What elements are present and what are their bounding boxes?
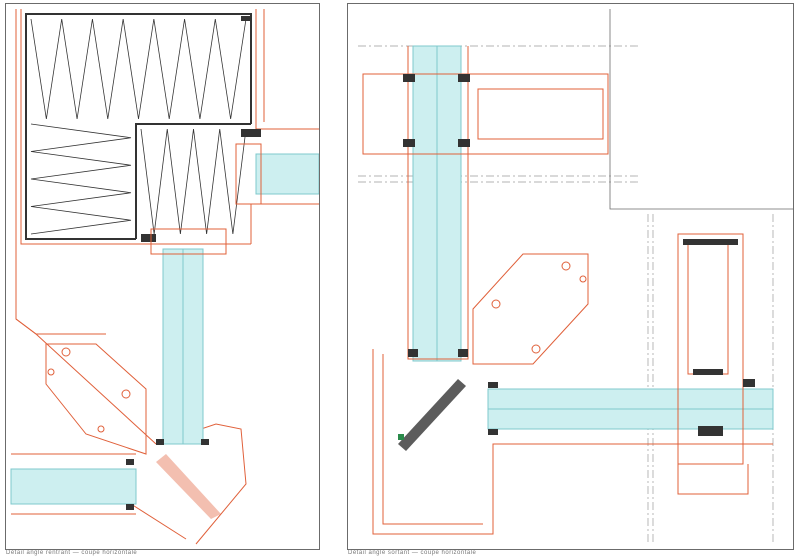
corner-post [472,253,589,365]
insulation-batting-inner [140,128,247,235]
building-outline [609,9,793,210]
diagonal-gasket [398,379,466,451]
left-section-drawing [10,9,319,545]
insulation-block [25,13,256,244]
right-section-drawing [358,9,793,544]
corner-post [45,343,147,455]
gasket-details [403,74,755,436]
left-detail-panel [5,3,320,550]
glass-pane-right-vertical [687,243,729,375]
left-caption: Détail angle rentrant — coupe horizontal… [6,550,138,556]
glass-pane-horizontal-right [255,153,319,195]
glass-pane-vertical [162,248,204,445]
frame-profiles [362,46,773,535]
reference-dash-lines [358,45,774,544]
right-detail-panel [347,3,794,550]
mullion-profile [150,143,262,255]
glass-pane-vertical [412,45,462,362]
right-caption: Détail angle sortant — coupe horizontale [348,550,477,556]
insulation-batting-left [30,123,132,235]
gasket-details [126,16,261,519]
glass-pane-horizontal-bottom [10,468,137,505]
insulation-batting-top [30,18,247,120]
glass-pane-horizontal [487,388,774,430]
